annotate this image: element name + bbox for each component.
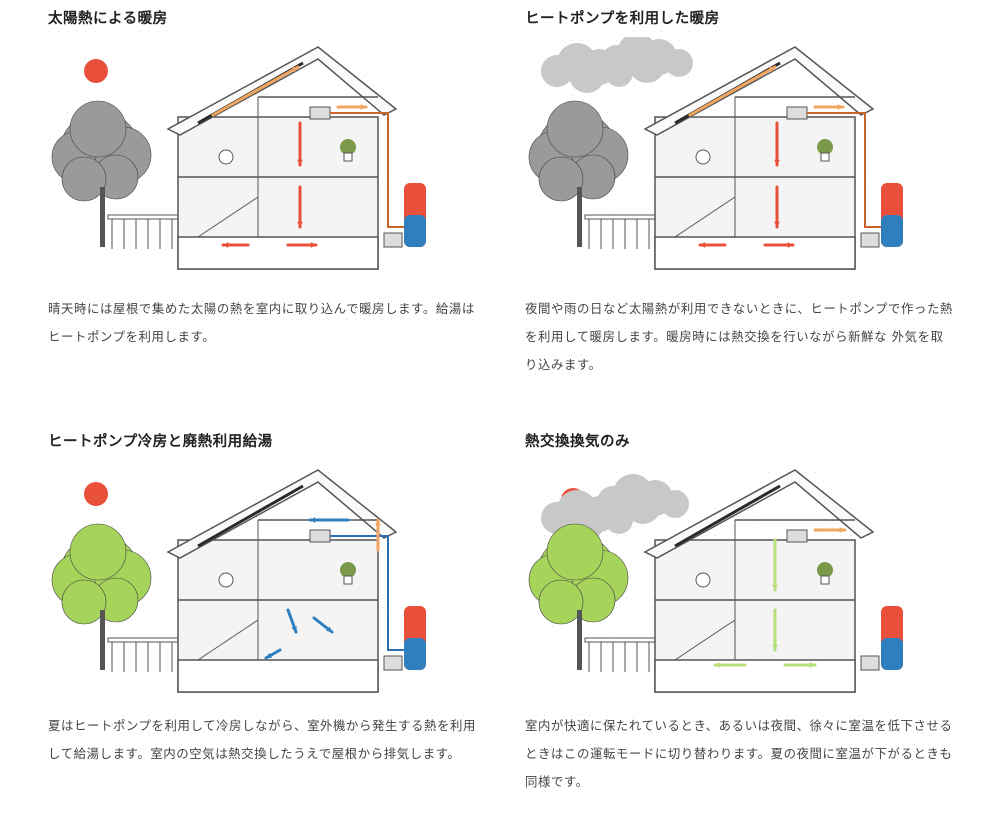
arrow-head	[375, 520, 381, 526]
sun-icon	[84, 59, 108, 83]
arrow-head	[769, 67, 775, 73]
panel-title: ヒートポンプを利用した暖房	[525, 11, 720, 27]
arrow-head	[774, 159, 780, 165]
round-window	[218, 149, 234, 165]
deck	[584, 214, 656, 220]
deck	[107, 637, 179, 643]
panel-title: 熱交換換気のみ	[525, 434, 630, 450]
duct	[330, 112, 404, 228]
panel-description: 夏はヒートポンプを利用して冷房しながら、室外機から発生する熱を利用して給湯します…	[48, 718, 476, 761]
panel-heatpump-cooling: ヒートポンプ冷房と廃熱利用給湯 夏はヒートポンプを利用して冷房しながら、室外機か…	[48, 430, 518, 830]
arrow-head	[223, 242, 229, 248]
staircase	[674, 619, 736, 661]
staircase	[197, 196, 259, 238]
plant-pot	[820, 152, 830, 162]
panel-description: 夜間や雨の日など太陽熱が利用できないときに、ヒートポンプで作った熱を利用して暖房…	[525, 301, 953, 372]
tree-icon	[528, 523, 629, 625]
roof	[166, 469, 398, 559]
round-window	[695, 572, 711, 588]
arrow-head	[715, 662, 721, 668]
arrow-head	[360, 104, 366, 110]
arrow-head	[266, 652, 272, 658]
foundation	[177, 236, 379, 270]
outdoor-unit	[383, 232, 403, 248]
panel-heatpump-heating: ヒートポンプを利用した暖房 夜間や雨の日など太陽熱が利用できないときに、ヒートポ…	[525, 7, 994, 407]
solar-panel	[197, 484, 304, 548]
panel-ventilation-only: 熱交換換気のみ 室内が快適に保たれているとき、あるいは夜間、徐々に室温を低下させ…	[525, 430, 994, 830]
panel-description: 室内が快適に保たれているとき、あるいは夜間、徐々に室温を低下させるときはこの運転…	[525, 718, 953, 789]
arrow-head	[291, 626, 297, 632]
panel-description: 晴天時には屋根で集めた太陽の熱を室内に取り込んで暖房します。給湯はヒートポンプを…	[48, 301, 475, 344]
plant-icon	[817, 139, 833, 155]
arrow-head	[700, 242, 706, 248]
tree-trunk	[577, 610, 582, 670]
airflow-arrow	[688, 65, 777, 117]
tank-cold-section	[881, 638, 903, 670]
airflow-arrow	[211, 65, 300, 117]
arrow-head	[292, 67, 298, 73]
arrow-head	[839, 527, 845, 533]
outdoor-unit	[860, 655, 880, 671]
foundation	[654, 659, 856, 693]
sun-icon	[84, 482, 108, 506]
tank-cold-section	[881, 215, 903, 247]
round-window	[695, 149, 711, 165]
plant-pot	[343, 152, 353, 162]
arrow-head	[297, 221, 303, 227]
arrow-head	[310, 517, 316, 523]
air-handler	[786, 529, 808, 543]
solar-panel	[674, 484, 781, 548]
tree-trunk	[100, 610, 105, 670]
duct	[807, 112, 881, 228]
arrow-head	[772, 644, 778, 650]
round-window	[218, 572, 234, 588]
staircase	[674, 196, 736, 238]
arrow-head	[310, 242, 316, 248]
tree-trunk	[100, 187, 105, 247]
roof	[643, 46, 875, 136]
house-illustration-ventilation	[528, 469, 903, 693]
plant-icon	[817, 562, 833, 578]
tank-cold-section	[404, 638, 426, 670]
cloud-icon	[601, 37, 693, 83]
panel-title: ヒートポンプ冷房と廃熱利用給湯	[48, 434, 273, 450]
staircase	[197, 619, 259, 661]
outdoor-unit	[860, 232, 880, 248]
arrow-head	[774, 221, 780, 227]
cloud-icon	[597, 474, 689, 524]
arrow-head	[772, 584, 778, 590]
foundation	[654, 236, 856, 270]
plant-pot	[343, 575, 353, 585]
tree-trunk	[577, 187, 582, 247]
roof	[166, 46, 398, 136]
house-illustration-solar	[51, 46, 426, 270]
arrow-head	[326, 626, 332, 632]
plant-icon	[340, 562, 356, 578]
arrow-head	[837, 104, 843, 110]
panel-solar-heating: 太陽熱による暖房 晴天時には屋根で集めた太陽の熱を室内に取り込んで暖房します。給…	[48, 7, 518, 407]
tree-icon	[528, 100, 629, 202]
plant-icon	[340, 139, 356, 155]
air-handler	[309, 106, 331, 120]
outdoor-unit	[383, 655, 403, 671]
panel-title: 太陽熱による暖房	[48, 11, 168, 27]
foundation	[177, 659, 379, 693]
tree-icon	[51, 100, 152, 202]
house-illustration-heatpump	[528, 37, 903, 270]
tank-cold-section	[404, 215, 426, 247]
air-handler	[786, 106, 808, 120]
cloud-icon	[541, 43, 633, 93]
deck	[584, 637, 656, 643]
roof	[643, 469, 875, 559]
duct	[330, 535, 404, 651]
arrow-head	[809, 662, 815, 668]
arrow-head	[787, 242, 793, 248]
deck	[107, 214, 179, 220]
arrow-head	[297, 159, 303, 165]
tree-icon	[51, 523, 152, 625]
air-handler	[309, 529, 331, 543]
house-illustration-cooling	[51, 469, 426, 693]
plant-pot	[820, 575, 830, 585]
